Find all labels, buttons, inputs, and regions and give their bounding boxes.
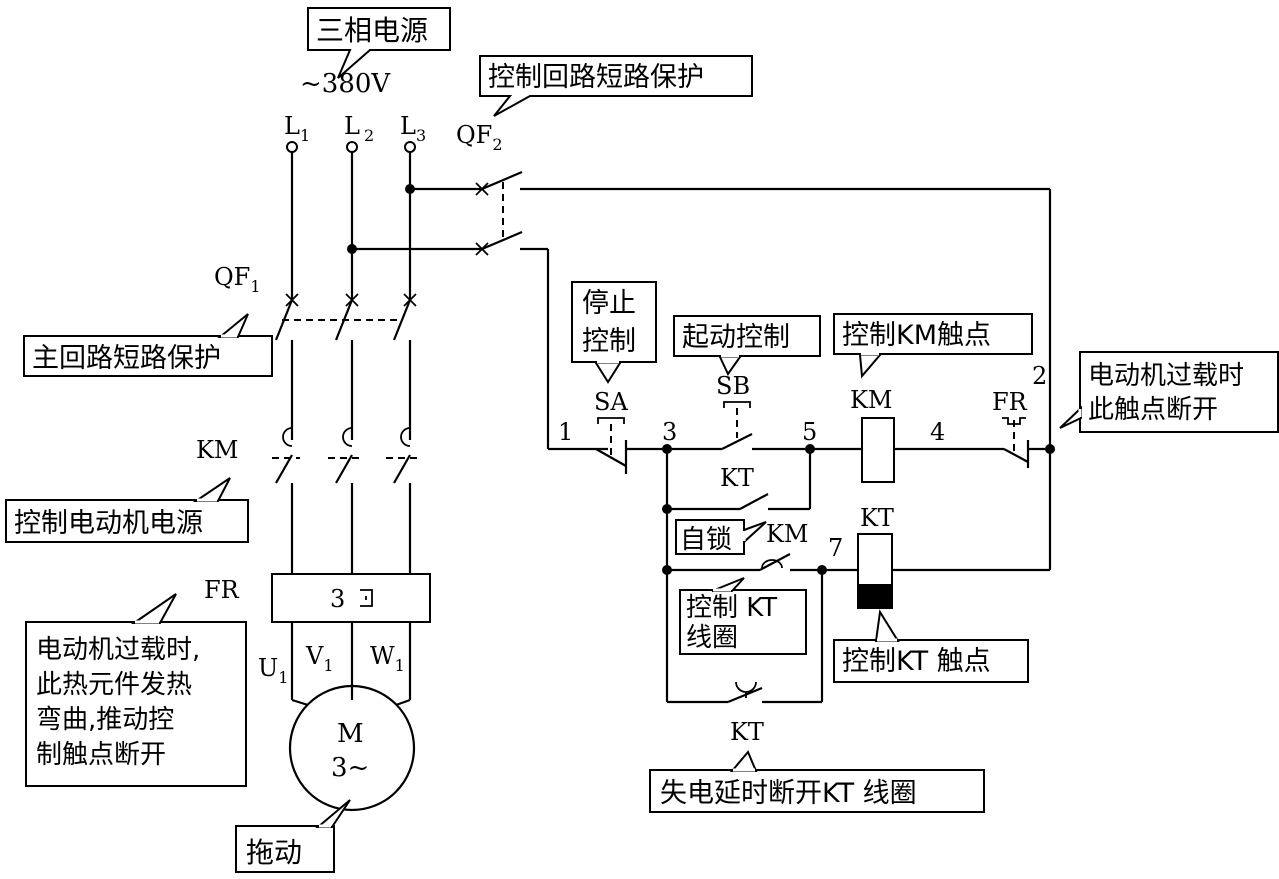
km-aux-label: KM <box>766 520 809 548</box>
sb-label: SB <box>716 372 750 400</box>
motor-v-label: V1 <box>305 642 334 675</box>
km-coil-label: KM <box>850 386 893 414</box>
fr-heat-callout: 电动机过载时, 此热元件发热 弯曲,推动控 制触点断开 <box>25 593 247 787</box>
node-5-label: 5 <box>802 418 817 446</box>
terminal-l1 <box>286 141 298 153</box>
kt-coil-line-2: 线圈 <box>686 623 738 653</box>
kt-seal-contact <box>739 493 769 510</box>
km-coil <box>861 417 895 483</box>
fr-heat-line-2: 此热元件发热 <box>36 670 192 700</box>
kt-coil <box>857 533 893 609</box>
fr-heat-line-3: 弯曲,推动控 <box>36 705 174 735</box>
node-3-label: 3 <box>662 418 677 446</box>
fr-thermal-element: 3 <box>271 573 431 623</box>
node-7-label: 7 <box>828 534 843 562</box>
qf2-label: QF2 <box>456 121 503 154</box>
start-text: 起动控制 <box>682 322 790 353</box>
self-lock-text: 自锁 <box>680 525 732 555</box>
fr-contact-label: FR <box>992 388 1028 416</box>
km-aux-contact <box>759 553 791 571</box>
overload-line-1: 电动机过载时 <box>1088 361 1244 391</box>
overload-line-2: 此触点断开 <box>1088 395 1218 425</box>
overload-callout: 电动机过载时 此触点断开 <box>1059 351 1279 433</box>
terminal-l2 <box>346 141 358 153</box>
fr-heat-line-1: 电动机过载时, <box>36 635 200 665</box>
motor-power-text: 控制电动机电源 <box>14 508 203 539</box>
motor: M 3~ <box>288 684 416 812</box>
node-4-label: 4 <box>930 418 945 446</box>
main-sc-text: 主回路短路保护 <box>32 343 221 374</box>
kt-coil-line-1: 控制 KT <box>686 593 777 623</box>
kt-contact-text: 控制KT 触点 <box>842 646 991 677</box>
source-title: 三相电源 <box>316 14 428 47</box>
kt-contact-callout: 控制KT 触点 <box>833 609 1029 683</box>
sa-stop-switch <box>595 417 628 474</box>
kt-delay-text: 失电延时断开KT 线圈 <box>660 778 917 809</box>
stop-callout: 停止 控制 <box>571 281 657 384</box>
qf1-breaker <box>274 293 417 341</box>
phase-l1-label: L1 <box>284 112 310 145</box>
motor-line-2: 3~ <box>331 753 369 783</box>
main-sc-callout: 主回路短路保护 <box>23 313 273 377</box>
ctrl-sc-text: 控制回路短路保护 <box>488 62 704 93</box>
ctrl-sc-callout: 控制回路短路保护 <box>479 55 753 117</box>
kt-delay-contact <box>727 681 763 704</box>
qf2-breaker <box>352 170 1050 449</box>
km-main-contacts <box>272 427 420 484</box>
motor-line-1: M <box>337 719 364 749</box>
kt-coil-callout: 控制 KT 线圈 <box>679 577 807 655</box>
self-lock-callout: 自锁 <box>675 519 767 555</box>
fr-overload-contact <box>1002 417 1030 468</box>
drag-text: 拖动 <box>246 836 302 869</box>
stop-line-2: 控制 <box>582 326 636 357</box>
phase-l3-label: L3 <box>400 112 426 145</box>
kt-coil-label: KT <box>860 504 894 532</box>
fr-heat-line-4: 制触点断开 <box>36 740 166 770</box>
terminal-l3 <box>404 141 416 153</box>
sa-label: SA <box>594 388 628 416</box>
fr-main-label: FR <box>204 576 240 604</box>
kt-delay-callout: 失电延时断开KT 线圈 <box>649 750 985 813</box>
fr-heat-count: 3 <box>330 585 345 613</box>
motor-u-label: U1 <box>258 654 288 687</box>
node-1-label: 1 <box>558 418 573 446</box>
km-main-label: KM <box>196 436 239 464</box>
stop-line-1: 停止 <box>582 288 636 319</box>
km-ctrl-callout: 控制KM触点 <box>833 313 1033 379</box>
motor-w-label: W1 <box>370 642 405 675</box>
start-callout: 起动控制 <box>673 315 821 376</box>
km-ctrl-text: 控制KM触点 <box>842 320 991 351</box>
node-2-label: 2 <box>1032 362 1047 390</box>
supply-voltage: ~380V <box>300 69 391 99</box>
qf1-label: QF1 <box>214 263 261 296</box>
drag-callout: 拖动 <box>235 799 351 873</box>
sb-start-switch <box>721 401 753 450</box>
source-callout: 三相电源 <box>307 7 451 79</box>
kt-delay-label: KT <box>730 718 764 746</box>
kt-seal-label: KT <box>720 464 754 492</box>
motor-power-callout: 控制电动机电源 <box>5 477 249 543</box>
